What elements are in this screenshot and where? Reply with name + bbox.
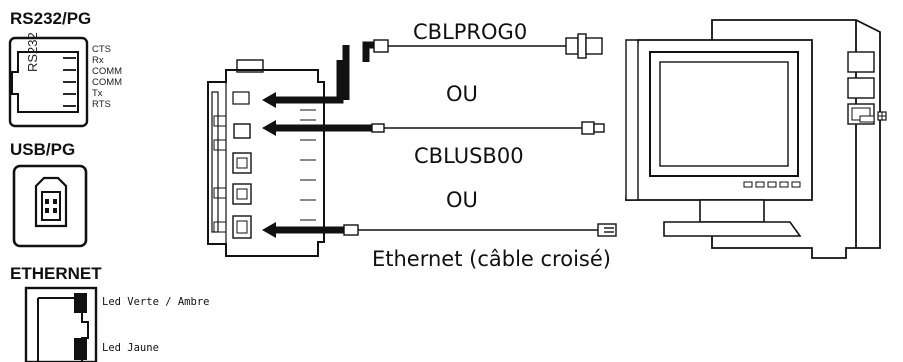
usb-cable-label: CBLUSB00 — [414, 144, 524, 168]
or-label-2: OU — [446, 188, 478, 212]
usb-a-plug-icon — [581, 121, 605, 135]
led-yellow-marker — [74, 338, 87, 360]
ethernet-connector-icon — [24, 286, 98, 362]
ethernet-title: ETHERNET — [10, 264, 102, 283]
computer-icon — [625, 19, 887, 259]
led-green-amber-label: Led Verte / Ambre — [102, 296, 210, 308]
rs232-title: RS232/PG — [10, 9, 92, 28]
led-green-amber-marker — [74, 293, 87, 313]
db9-plug-icon — [565, 33, 603, 59]
rs232-pin-comm-2: COMM — [92, 77, 123, 88]
rs232-pin-rx: Rx — [92, 55, 104, 66]
serial-cable-label: CBLPROG0 — [413, 20, 528, 44]
rs232-pin-tx: Tx — [92, 88, 103, 99]
controller-module — [207, 59, 325, 257]
ethernet-cable-label: Ethernet (câble croisé) — [372, 247, 611, 271]
rs232-pin-rts: RTS — [92, 99, 111, 110]
rs232-connector-icon — [8, 36, 89, 128]
rj45-plug-icon — [597, 223, 617, 237]
ethernet-cable — [262, 222, 617, 238]
rs232-connector-label: RS232 — [25, 32, 40, 72]
or-label-1: OU — [446, 82, 478, 106]
led-yellow-label: Led Jaune — [102, 342, 159, 354]
rs232-pin-comm-1: COMM — [92, 66, 123, 77]
usb-title: USB/PG — [10, 140, 76, 159]
serial-cable — [262, 33, 603, 108]
usb-connector-icon — [12, 164, 88, 248]
rs232-pin-cts: CTS — [92, 44, 111, 55]
usb-cable — [262, 120, 605, 136]
